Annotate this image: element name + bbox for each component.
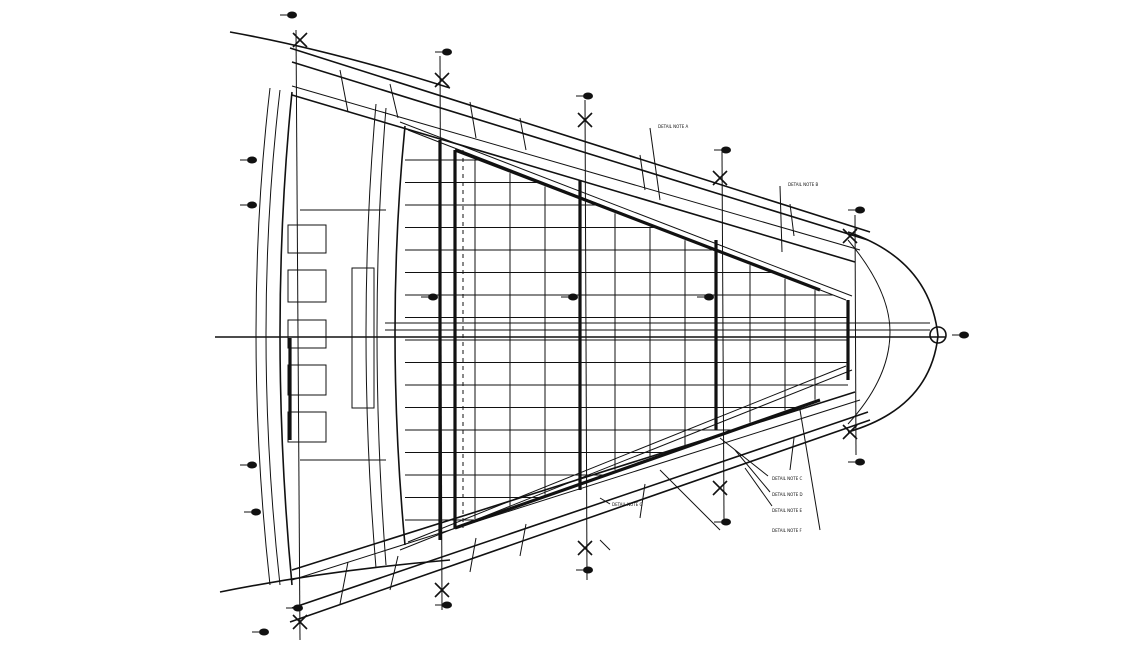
leader-lines <box>599 127 821 551</box>
section-marker-icon <box>842 228 858 244</box>
section-marker-icon <box>434 582 450 598</box>
grid-bubble-icon <box>240 156 257 164</box>
left-curved-band <box>219 31 451 593</box>
note-label-g: DETAIL NOTE G <box>612 502 643 507</box>
grid-bubble-icon <box>848 206 865 214</box>
grid-bubble-icon <box>421 293 438 301</box>
grid-bubble-icon <box>240 201 257 209</box>
grid-bubble-icon <box>252 628 269 636</box>
main-hall <box>394 121 853 551</box>
grid-bubble-icon <box>240 461 257 469</box>
grid-bubble-icon <box>286 604 303 612</box>
note-label-c: DETAIL NOTE C <box>772 476 803 481</box>
note-label-a: DETAIL NOTE A <box>658 124 689 129</box>
note-label-f: DETAIL NOTE F <box>772 528 803 533</box>
north-point-icon <box>929 326 947 344</box>
grid-bubble-icon <box>244 508 261 516</box>
note-label-e: DETAIL NOTE E <box>772 508 803 513</box>
grid-bubble-icon <box>714 146 731 154</box>
section-marker-icon <box>712 480 728 496</box>
grid-bubble-icon <box>561 293 578 301</box>
grid-bubble-icon <box>576 566 593 574</box>
grid-bubble-icon <box>435 601 452 609</box>
grid-bubble-icon <box>435 48 452 56</box>
grid-markers <box>240 11 969 636</box>
section-marker-icon <box>712 170 728 186</box>
section-marker-icon <box>577 112 593 128</box>
section-marker-icon <box>577 540 593 556</box>
nose-arc <box>847 231 947 433</box>
grid-bubble-icon <box>714 518 731 526</box>
note-labels: DETAIL NOTE A DETAIL NOTE B DETAIL NOTE … <box>612 124 819 533</box>
side-rooms <box>287 209 386 461</box>
section-marker-icon <box>292 614 308 630</box>
seating-grid <box>405 150 848 528</box>
grid-bubble-icon <box>576 92 593 100</box>
note-label-b: DETAIL NOTE B <box>788 182 819 187</box>
note-label-d: DETAIL NOTE D <box>772 492 803 497</box>
section-marker-icon <box>434 72 450 88</box>
grid-bubble-icon <box>848 458 865 466</box>
section-marker-icon <box>842 424 858 440</box>
outer-walls <box>289 47 871 623</box>
corridor-partitions <box>295 29 857 641</box>
section-marker-icon <box>292 32 308 48</box>
grid-bubble-icon <box>952 331 969 339</box>
center-axis <box>215 322 945 338</box>
grid-bubble-icon <box>697 293 714 301</box>
grid-bubble-icon <box>280 11 297 19</box>
